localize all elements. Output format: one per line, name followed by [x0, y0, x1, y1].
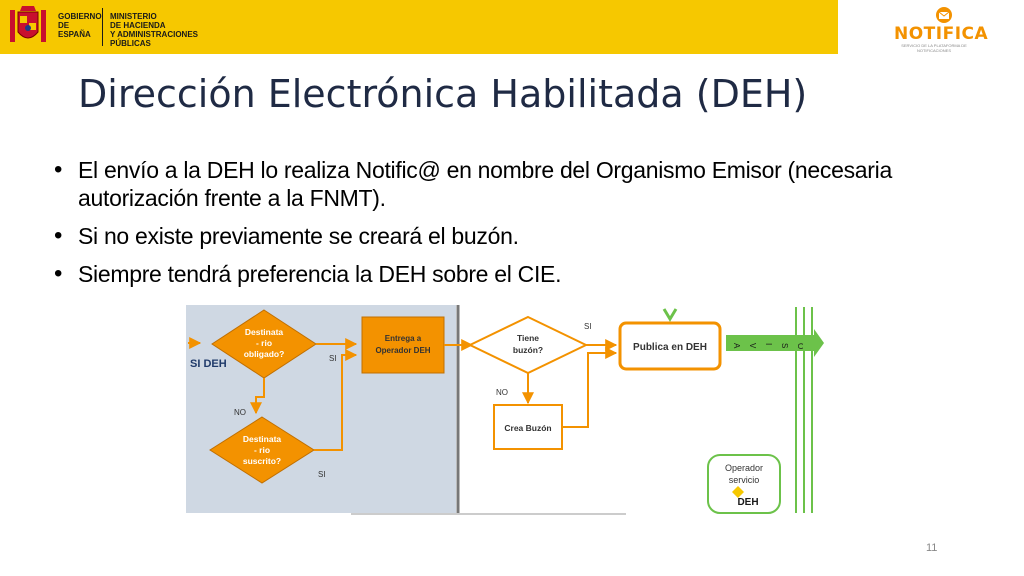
ministry-line-1: MINISTERIO	[110, 12, 157, 21]
operador-diamond-icon	[732, 486, 744, 498]
bullet-list: El envío a la DEH lo realiza Notific@ en…	[54, 156, 954, 298]
bullet-item: Si no existe previamente se creará el bu…	[54, 222, 954, 250]
d3-line-1: Tiene	[517, 333, 539, 343]
page-number: 11	[926, 542, 938, 554]
operador-line-2: servicio	[729, 475, 760, 485]
aviso-letter: O	[796, 343, 805, 349]
d2-line-1: Destinata	[243, 434, 282, 444]
entrega-line-1: Entrega a	[385, 334, 422, 343]
slide-title: Dirección Electrónica Habilitada (DEH)	[78, 72, 808, 116]
d2-line-2: - rio	[254, 445, 270, 455]
notifica-tagline: SERVICIO DE LA PLATAFORMA DE NOTIFICACIO…	[901, 43, 967, 53]
aviso-bar	[726, 335, 814, 351]
aviso-letter: A	[732, 343, 741, 349]
entrega-operador-box	[361, 316, 445, 374]
header-bar: GOBIERNO DE ESPAÑA MINISTERIO DE HACIEND…	[0, 0, 838, 54]
aviso-letter: S	[780, 343, 789, 348]
ministry-line-2: DE HACIENDA	[110, 21, 166, 30]
header-divider	[102, 8, 103, 46]
deh-flowchart: SI DEH Destinata - rio obligado? SI NO D…	[186, 305, 824, 515]
arrow-suscrito-si	[314, 349, 358, 451]
aviso-letter: V	[748, 343, 757, 349]
operador-line-1: Operador	[725, 463, 763, 473]
green-check-icon	[662, 308, 678, 322]
entrega-line-2: Operador DEH	[375, 346, 430, 355]
gov-line-1: GOBIERNO	[58, 12, 102, 21]
arrow-obligado-no	[250, 378, 265, 415]
bullet-item: Siempre tendrá preferencia la DEH sobre …	[54, 260, 954, 288]
government-label: GOBIERNO DE ESPAÑA	[58, 12, 102, 39]
d2-line-3: suscrito?	[243, 456, 281, 466]
bullet-item: El envío a la DEH lo realiza Notific@ en…	[54, 156, 954, 212]
notifica-wordmark: NOTIFICA	[894, 24, 989, 44]
ministry-line-3: Y ADMINISTRACIONES PÚBLICAS	[110, 30, 199, 48]
publica-deh-box	[618, 321, 722, 371]
operador-deh-box	[707, 454, 781, 514]
d1-line-3: obligado?	[244, 349, 285, 359]
crea-buzon-label: Crea Buzón	[504, 423, 551, 433]
operador-line-3: DEH	[737, 497, 758, 508]
d1-line-1: Destinata	[245, 327, 284, 337]
si-label: SI	[318, 470, 326, 479]
aviso-letter: I	[764, 343, 773, 345]
arrow-crea-to-publica	[562, 347, 618, 428]
ministry-label: MINISTERIO DE HACIENDA Y ADMINISTRACIONE…	[110, 12, 240, 48]
si-label: SI	[329, 354, 337, 363]
d3-line-2: buzón?	[513, 345, 543, 355]
si-label: SI	[584, 322, 592, 331]
notifica-logo: NOTIFICA SERVICIO DE LA PLATAFORMA DE NO…	[894, 6, 989, 53]
no-label: NO	[496, 388, 508, 397]
d1-line-2: - rio	[256, 338, 272, 348]
gov-line-2: DE ESPAÑA	[58, 21, 91, 39]
crea-buzon-box	[493, 404, 563, 450]
decision-suscrito	[209, 416, 315, 484]
spain-coat-of-arms-icon	[10, 6, 46, 42]
no-label: NO	[234, 408, 246, 417]
aviso-arrowhead	[814, 329, 824, 357]
publica-label: Publica en DEH	[633, 342, 707, 353]
si-deh-label: SI DEH	[190, 358, 227, 370]
envelope-icon	[936, 7, 952, 23]
